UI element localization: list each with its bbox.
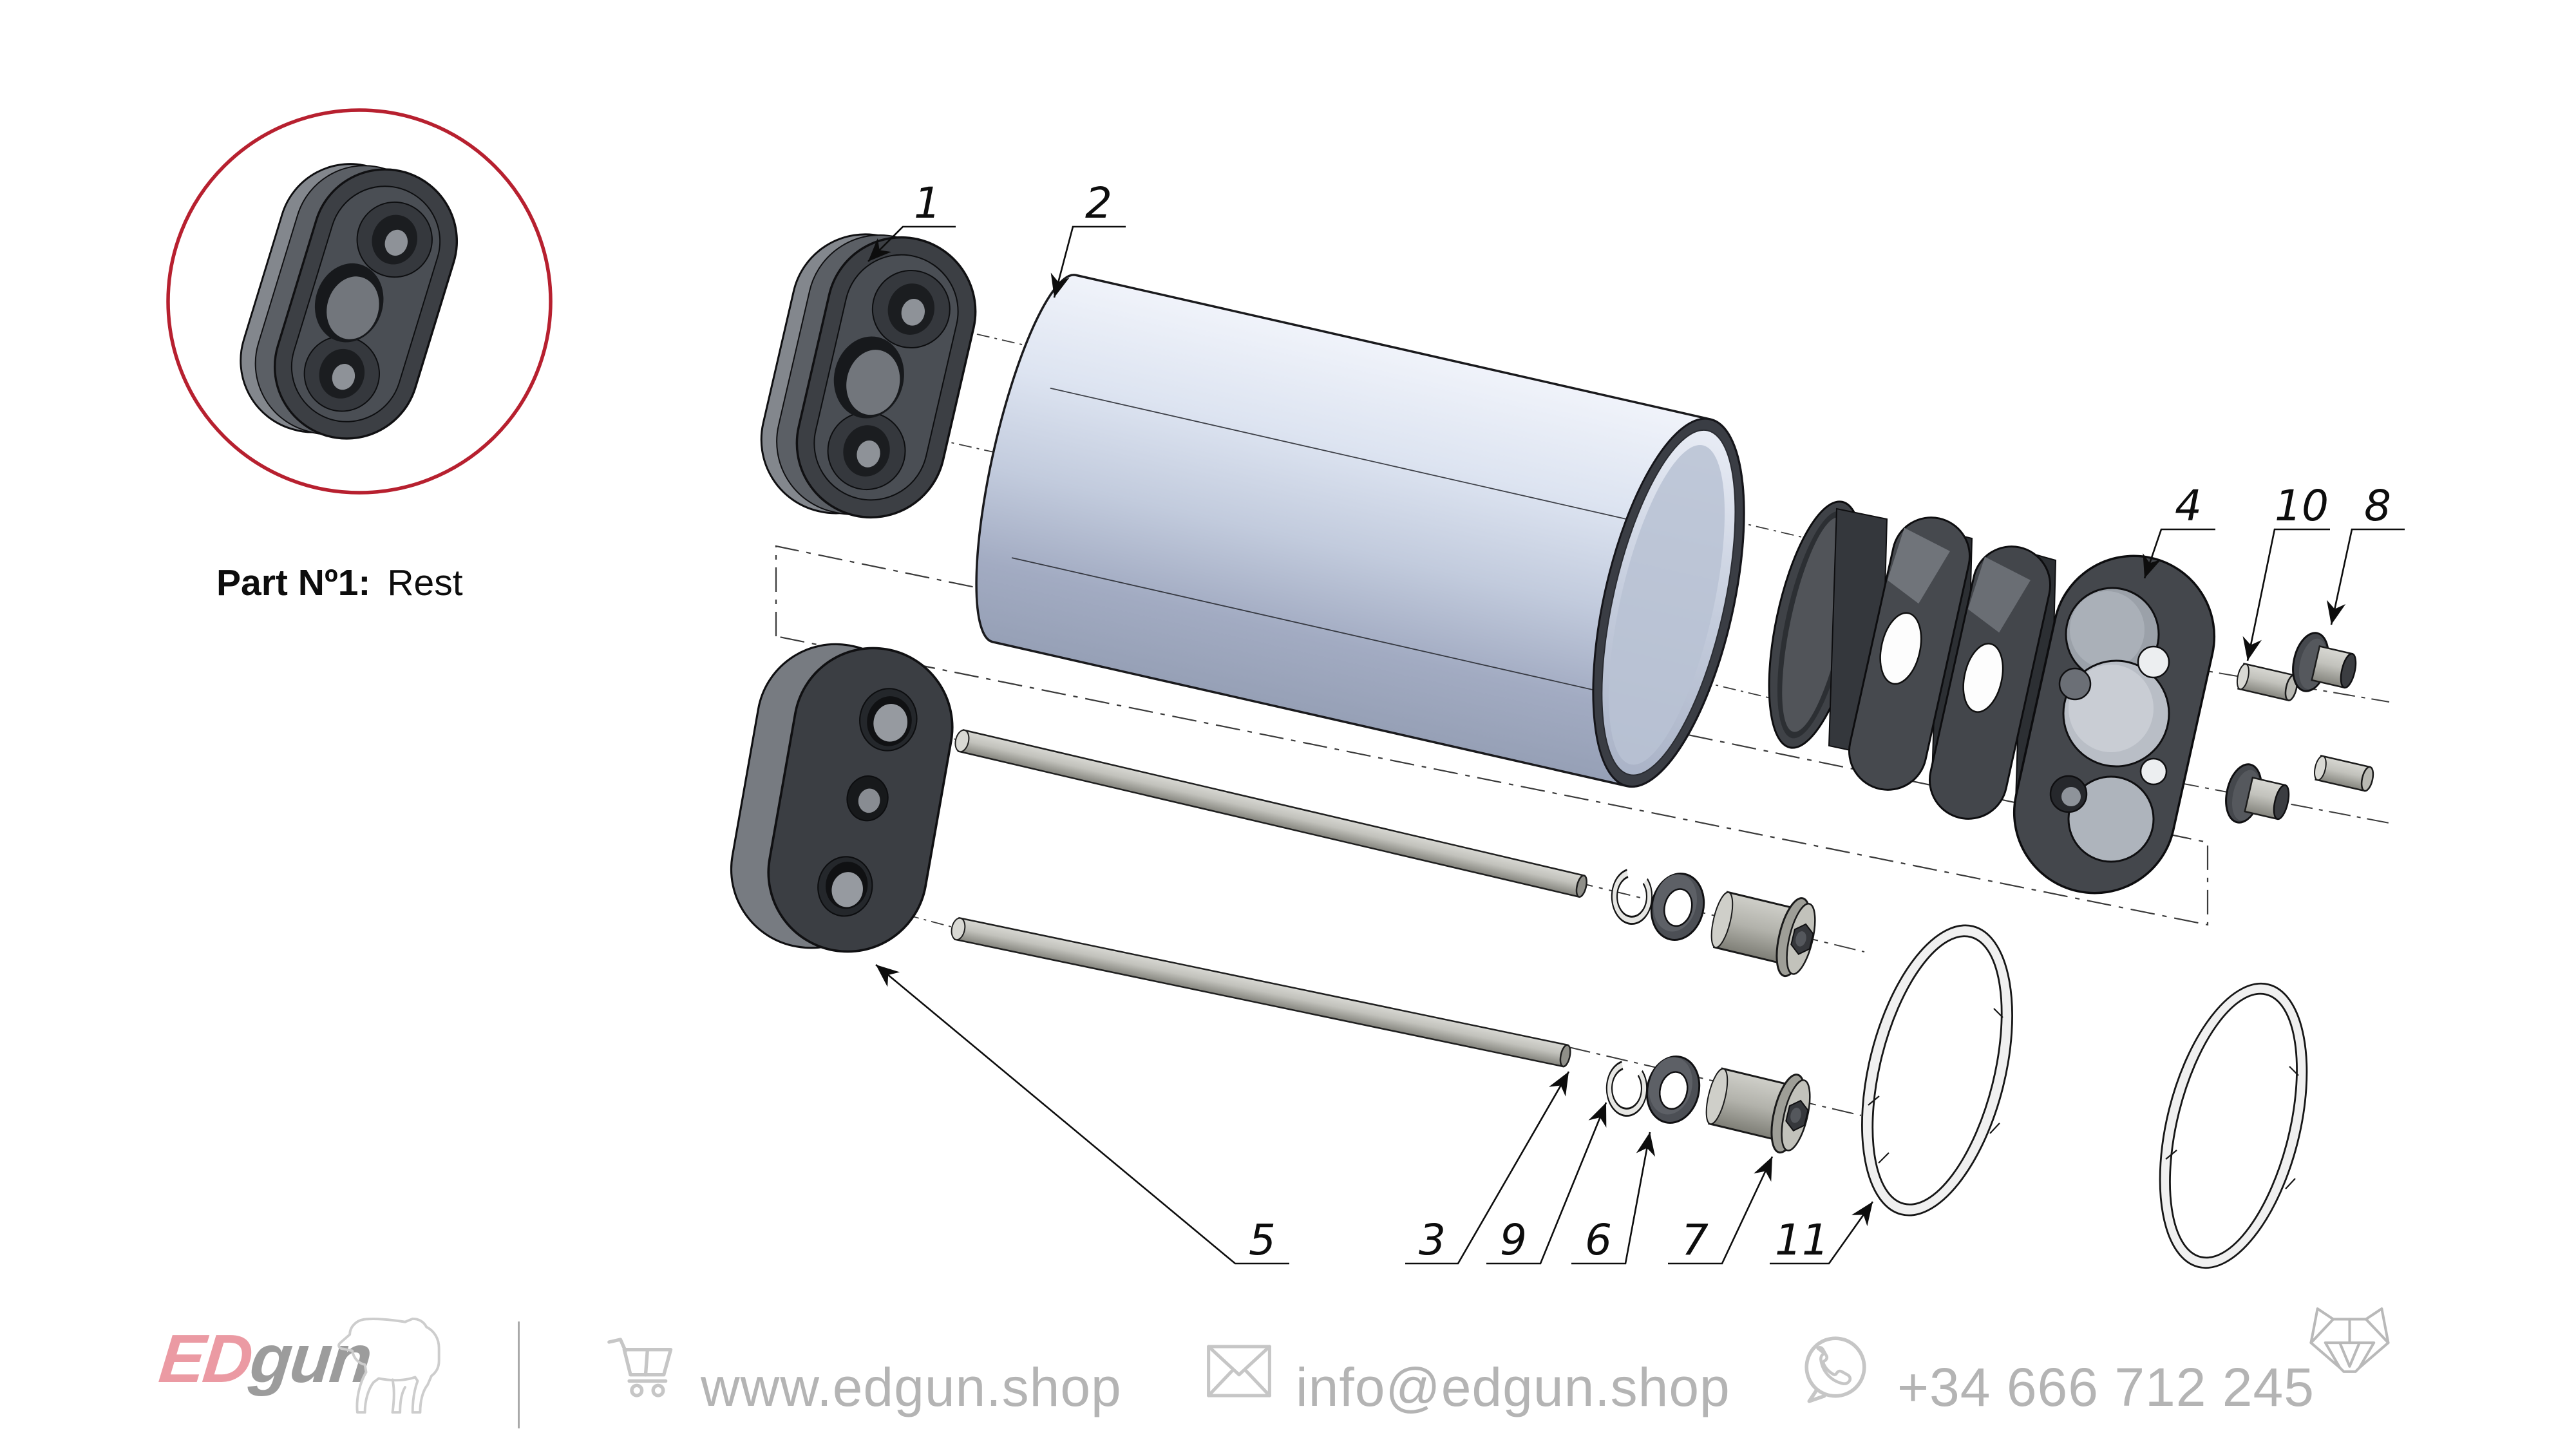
callout-6-label: 6 xyxy=(1585,1215,1612,1265)
callouts: 1 2 4 10 8 5 3 9 xyxy=(867,178,2405,1265)
detail-caption-label: Part Nº1: xyxy=(216,562,371,603)
callout-3: 3 xyxy=(1405,1071,1570,1265)
axis-row2 xyxy=(1568,1046,1862,1116)
whatsapp-icon xyxy=(1798,1333,1871,1406)
detail-part-rest xyxy=(222,140,476,461)
callout-1-label: 1 xyxy=(914,178,941,228)
washer-lower xyxy=(1645,1056,1701,1124)
fox-logo-icon xyxy=(2307,1302,2394,1379)
callout-2: 2 xyxy=(1050,178,1126,298)
part-5-rear-bracket xyxy=(717,628,967,969)
phone-number[interactable]: +34 666 712 245 xyxy=(1897,1357,2315,1417)
callout-7-label: 7 xyxy=(1681,1215,1709,1265)
brand-ed: ED xyxy=(155,1321,255,1397)
callout-10-label: 10 xyxy=(2275,481,2329,531)
callout-8: 8 xyxy=(2326,481,2405,625)
callout-5: 5 xyxy=(875,964,1289,1265)
callout-4-label: 4 xyxy=(2175,481,2202,531)
stack-front-plate xyxy=(2012,554,2216,895)
callout-5-label: 5 xyxy=(1249,1215,1276,1265)
phantom-box xyxy=(775,545,2209,926)
callout-1: 1 xyxy=(867,178,956,262)
detail-caption-value: Rest xyxy=(387,562,463,603)
plate-hole-small-right-top xyxy=(2137,645,2170,679)
callout-7: 7 xyxy=(1668,1156,1774,1265)
callout-11: 11 xyxy=(1770,1201,1874,1265)
bushing-bottom xyxy=(2225,763,2290,824)
plate-hole-small-left xyxy=(2058,667,2092,701)
callout-11-label: 11 xyxy=(1775,1215,1829,1265)
plate-hole-bottom xyxy=(2067,775,2155,863)
part-2-tube xyxy=(975,274,1745,788)
detail-caption: Part Nº1: Rest xyxy=(216,562,463,604)
circlip-upper xyxy=(1611,867,1653,925)
screw-upper xyxy=(1710,891,1816,978)
cart-icon xyxy=(605,1331,684,1403)
rod-upper xyxy=(954,728,1587,898)
axis-tube-stack-top xyxy=(1680,508,1814,540)
callout-10: 10 xyxy=(2242,481,2330,661)
pin-bottom xyxy=(2314,754,2374,792)
part-4-baffle-stack xyxy=(1768,500,2216,895)
screw-lower xyxy=(1705,1067,1811,1154)
axis-row1 xyxy=(1571,880,1865,952)
washer-upper xyxy=(1650,873,1705,941)
callout-9: 9 xyxy=(1486,1102,1607,1265)
stack-baffle-2 xyxy=(1928,545,2052,820)
callout-9-label: 9 xyxy=(1500,1215,1527,1265)
o-ring-left xyxy=(1861,924,2013,1217)
axis-cap-hole-top xyxy=(901,316,1031,347)
callout-6: 6 xyxy=(1571,1132,1656,1265)
website-link[interactable]: www.edgun.shop xyxy=(701,1357,1122,1417)
bushing-top xyxy=(2292,632,2357,692)
callout-8-label: 8 xyxy=(2364,481,2391,531)
callout-2-label: 2 xyxy=(1085,178,1112,228)
axis-cap-hole-bottom xyxy=(883,427,1012,457)
axis-pin-bottom xyxy=(2025,753,2390,824)
stack-baffle-1 xyxy=(1848,516,1971,791)
part-1-end-cap xyxy=(745,213,992,537)
plate-hole-small-right-low xyxy=(2139,757,2168,786)
envelope-icon xyxy=(1206,1343,1273,1399)
circlip-lower xyxy=(1605,1059,1648,1117)
detail-circle-outline xyxy=(166,108,553,495)
o-ring-right xyxy=(2159,982,2308,1269)
rod-lower xyxy=(951,916,1571,1068)
detail-circle xyxy=(166,108,553,495)
callout-4: 4 xyxy=(2143,481,2215,579)
footer-separator xyxy=(518,1321,520,1428)
dog-logo-icon xyxy=(330,1309,455,1419)
email-link[interactable]: info@edgun.shop xyxy=(1296,1357,1730,1417)
pin-top xyxy=(2236,663,2298,701)
callout-3-label: 3 xyxy=(1419,1215,1446,1265)
